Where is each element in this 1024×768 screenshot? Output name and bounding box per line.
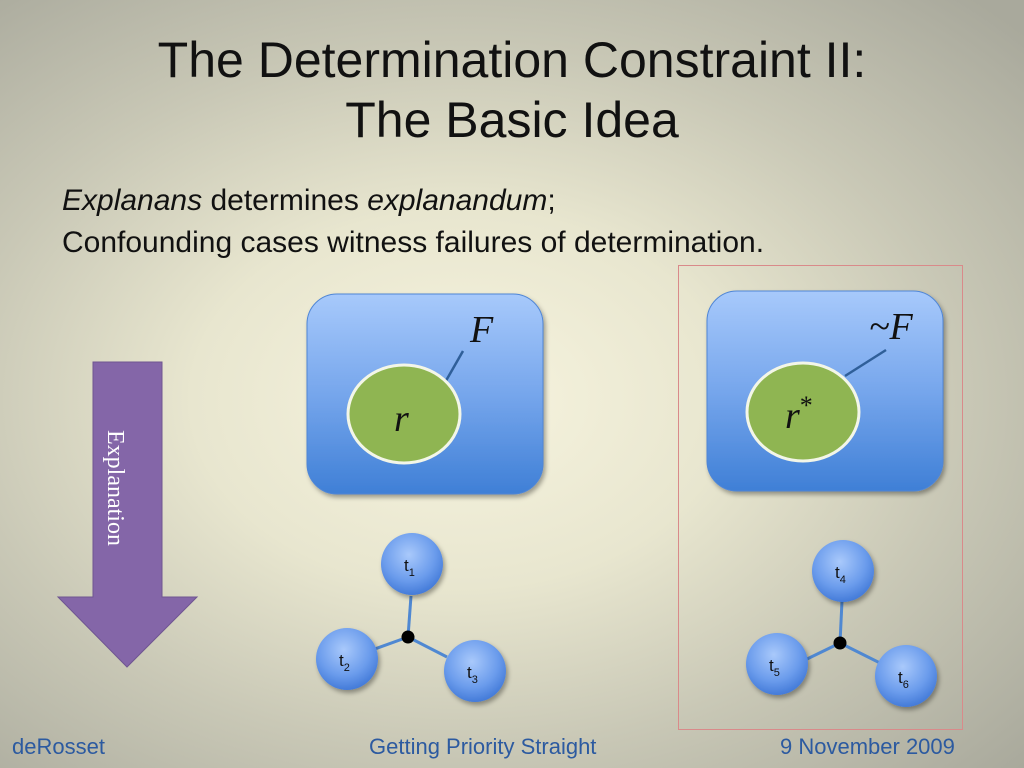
- node-t1: [381, 533, 443, 595]
- node-t5: [746, 633, 808, 695]
- node-t2-label: t2: [339, 651, 350, 674]
- body-line-1-end: ;: [547, 184, 556, 217]
- footer-talk-title: Getting Priority Straight: [369, 734, 597, 759]
- circle-label-r-star-base: r: [785, 395, 800, 437]
- node-t6: [875, 645, 937, 707]
- body-line-1-mid: determines: [202, 184, 368, 217]
- circle-r-star: [745, 361, 861, 463]
- body-line-2: Confounding cases witness failures of de…: [62, 226, 765, 259]
- node-t1-label: t1: [404, 556, 415, 579]
- set-label-not-f: ~F: [869, 306, 914, 348]
- set-box-f: F r: [306, 293, 544, 495]
- slide-body-text: Explanans determines explanandum; Confou…: [62, 180, 764, 264]
- footer-author: deRosset: [12, 734, 105, 759]
- node-t5-label: t5: [769, 656, 780, 679]
- footer-date: 9 November 2009: [780, 734, 955, 759]
- node-graph-left: t1 t2 t3: [316, 533, 506, 702]
- node-t3-label: t3: [467, 663, 478, 686]
- circle-r: [346, 363, 462, 465]
- junction-dot: [833, 636, 847, 650]
- explanans-term: Explanans: [62, 184, 203, 217]
- explanation-arrow-label: Explanation: [102, 430, 128, 546]
- circle-label-r: r: [394, 398, 409, 440]
- body-line-1: Explanans determines explanandum;: [62, 180, 764, 222]
- node-t2: [316, 628, 378, 690]
- set-label-f: F: [469, 309, 494, 351]
- title-line-1: The Determination Constraint II:: [157, 32, 867, 88]
- explanation-arrow: [56, 361, 199, 668]
- explanandum-term: explanandum: [367, 184, 548, 217]
- circle-label-r-star: r*: [785, 391, 813, 437]
- node-graph-right: t4 t5 t6: [746, 540, 937, 707]
- node-t3: [444, 640, 506, 702]
- junction-dot: [401, 630, 415, 644]
- set-box-not-f: ~F r*: [706, 290, 944, 492]
- circle-label-r-star-sup: *: [800, 391, 813, 420]
- title-line-2: The Basic Idea: [345, 92, 679, 148]
- slide-title: The Determination Constraint II: The Bas…: [0, 30, 1024, 150]
- confounding-case-highlight-box: [678, 265, 963, 730]
- node-t6-label: t6: [898, 668, 909, 691]
- node-t4: [812, 540, 874, 602]
- node-t4-label: t4: [835, 563, 846, 586]
